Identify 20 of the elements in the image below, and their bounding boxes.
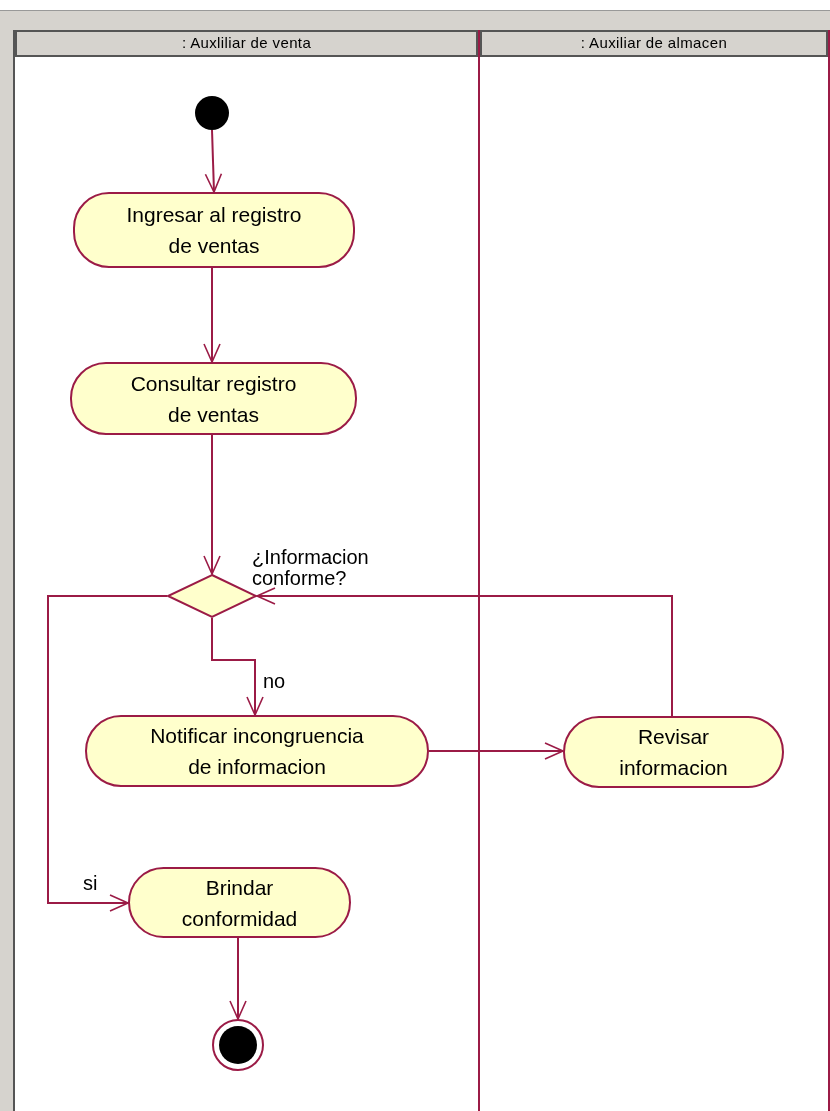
activity-box: Revisar informacion xyxy=(563,716,784,788)
activity-box: Ingresar al registro de ventas xyxy=(73,192,355,268)
swimlane xyxy=(15,30,480,1111)
arrow xyxy=(203,267,221,363)
arrow xyxy=(211,617,264,716)
lane-header: : Auxliliar de venta xyxy=(15,30,478,57)
arrow xyxy=(229,937,247,1020)
arrow xyxy=(47,595,168,912)
lane-header: : Auxiliar de almacen xyxy=(480,30,828,57)
activity-box: Notificar incongruencia de informacion xyxy=(85,715,429,787)
final-node xyxy=(212,1019,264,1071)
arrow xyxy=(204,129,223,193)
swimlane xyxy=(480,30,830,1111)
arrow xyxy=(256,587,673,717)
guard-text: ¿Informacion conforme? xyxy=(252,547,370,589)
activity-box: Brindar conformidad xyxy=(128,867,351,938)
activity-box: Consultar registro de ventas xyxy=(70,362,357,435)
arrow xyxy=(428,742,564,760)
initial-node xyxy=(195,96,229,130)
arrow xyxy=(203,434,221,575)
